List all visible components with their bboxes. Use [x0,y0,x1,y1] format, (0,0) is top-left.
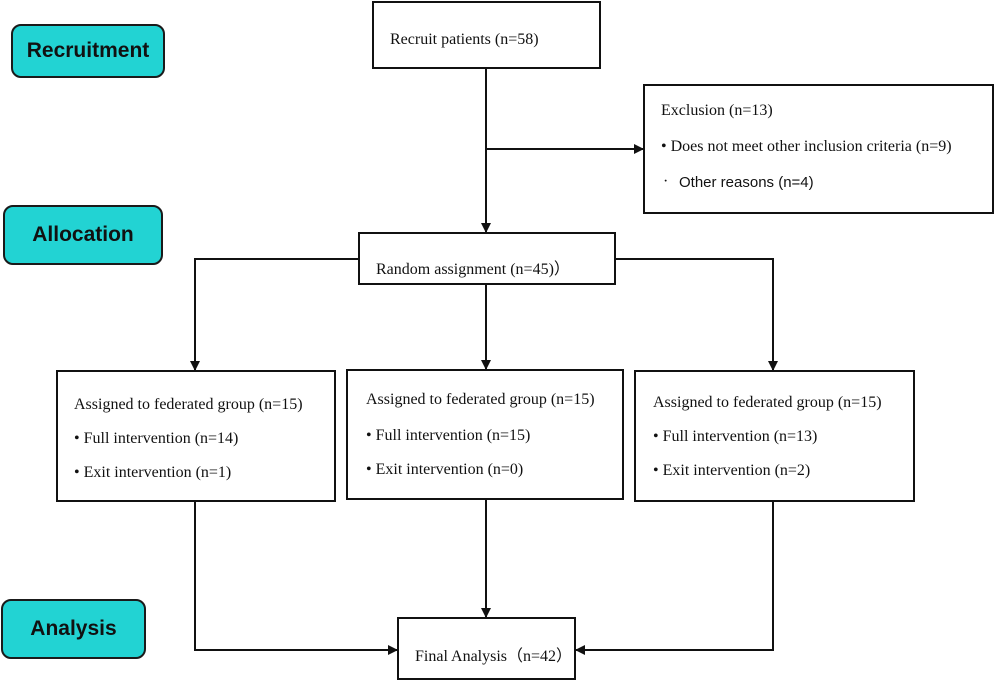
group-right-full: • Full intervention (n=13) [653,428,818,445]
arrow-random-to-group-right [616,258,778,371]
group-right-title: Assigned to federated group (n=15) [653,394,882,411]
final-analysis-box: Final Analysis（n=42） [397,617,576,680]
stage-allocation: Allocation [3,205,163,265]
exclusion-item-bullet: · [663,173,669,190]
stage-analysis-label: Analysis [30,617,117,640]
group-left-exit: • Exit intervention (n=1) [74,464,232,481]
group-box-right: Assigned to federated group (n=15) • Ful… [634,370,915,502]
stage-analysis: Analysis [1,599,146,659]
group-box-middle: Assigned to federated group (n=15) • Ful… [346,369,624,500]
random-assignment-box: Random assignment (n=45)） [358,232,616,285]
arrow-group-left-to-final [194,502,398,655]
exclusion-title: Exclusion (n=13) [661,102,773,119]
stage-recruitment-label: Recruitment [26,39,150,62]
group-middle-full: • Full intervention (n=15) [366,427,531,444]
group-left-title: Assigned to federated group (n=15) [74,396,303,413]
exclusion-item-inclusion-criteria: • Does not meet other inclusion criteria… [661,138,952,155]
group-middle-title: Assigned to federated group (n=15) [366,391,595,408]
stage-recruitment: Recruitment [11,24,165,78]
final-analysis-text: Final Analysis（n=42） [415,648,573,665]
group-right-exit: • Exit intervention (n=2) [653,462,811,479]
recruit-text: Recruit patients (n=58) [390,31,539,48]
group-middle-exit: • Exit intervention (n=0) [366,461,524,478]
arrow-group-right-to-final [575,502,774,655]
group-box-left: Assigned to federated group (n=15) • Ful… [56,370,336,502]
stage-allocation-label: Allocation [32,223,134,246]
exclusion-item-other-reasons: Other reasons (n=4) [679,174,814,191]
recruit-box: Recruit patients (n=58) [372,1,601,69]
random-assignment-text: Random assignment (n=45)） [376,261,570,278]
exclusion-box: Exclusion (n=13) • Does not meet other i… [643,84,994,214]
arrow-random-to-group-left [190,258,358,371]
group-left-full: • Full intervention (n=14) [74,430,239,447]
